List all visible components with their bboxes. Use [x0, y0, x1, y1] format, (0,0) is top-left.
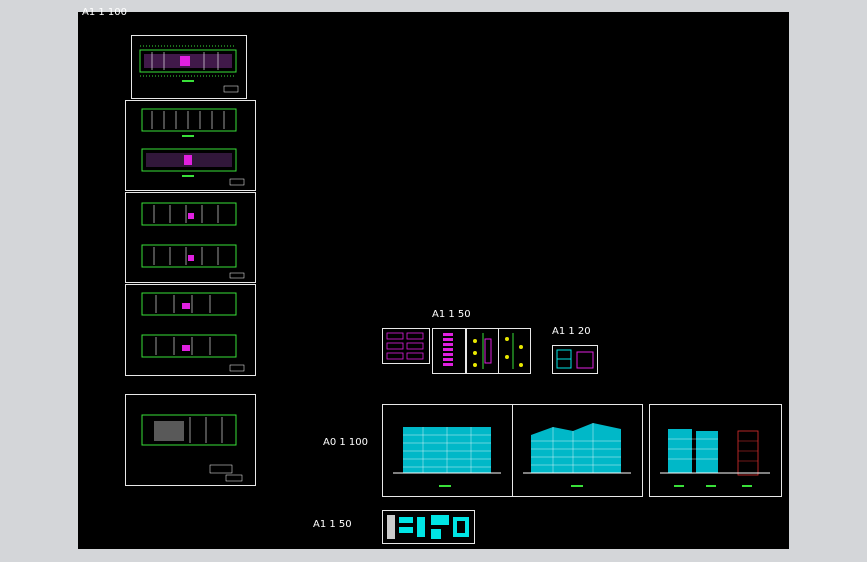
sheet-detail-2[interactable] [432, 328, 466, 374]
sheet-detail-1[interactable] [382, 328, 430, 364]
sheet-detail-5[interactable] [552, 345, 598, 374]
detail-drawing [386, 332, 424, 360]
sheet-elevation-front[interactable] [382, 404, 513, 497]
sheet-detail-3[interactable] [466, 328, 499, 374]
floor-plan-drawing [141, 292, 245, 372]
scale-label-details-b: A1 1 20 [552, 326, 591, 337]
floor-plan-drawing [141, 108, 245, 186]
detail-drawing [443, 333, 453, 366]
sheet-elevation-section[interactable] [649, 404, 782, 497]
sheet-detail-4[interactable] [498, 328, 531, 374]
sheet-floor-plan-2[interactable] [125, 100, 256, 191]
sheet-elevation-side[interactable] [512, 404, 643, 497]
floor-plan-drawing [139, 45, 239, 93]
floor-plan-drawing [141, 414, 243, 482]
detail-drawing [556, 349, 594, 369]
elevation-drawing [660, 429, 770, 487]
elevation-drawing [393, 427, 501, 487]
floor-plan-drawing [141, 202, 245, 279]
sheet-floor-plan-1[interactable] [131, 35, 247, 99]
scale-label-details-a: A1 1 50 [432, 309, 471, 320]
scale-label-elevations: A0 1 100 [323, 437, 369, 448]
detail-drawing [505, 333, 523, 369]
sheet-floor-plan-5[interactable] [125, 394, 256, 486]
sheet-floor-plan-4[interactable] [125, 284, 256, 376]
sheet-floor-plan-3[interactable] [125, 192, 256, 283]
sheet-bottom-details[interactable] [382, 510, 475, 544]
scale-label-top-left: A1 1 100 [82, 7, 128, 18]
detail-drawing [473, 333, 492, 369]
detail-drawing [387, 515, 469, 539]
scale-label-bottom: A1 1 50 [313, 519, 352, 530]
elevation-drawing [523, 423, 631, 487]
drawing-canvas[interactable]: A1 1 100 A1 1 50 A1 1 20 A0 1 100 A1 1 5… [78, 7, 789, 549]
